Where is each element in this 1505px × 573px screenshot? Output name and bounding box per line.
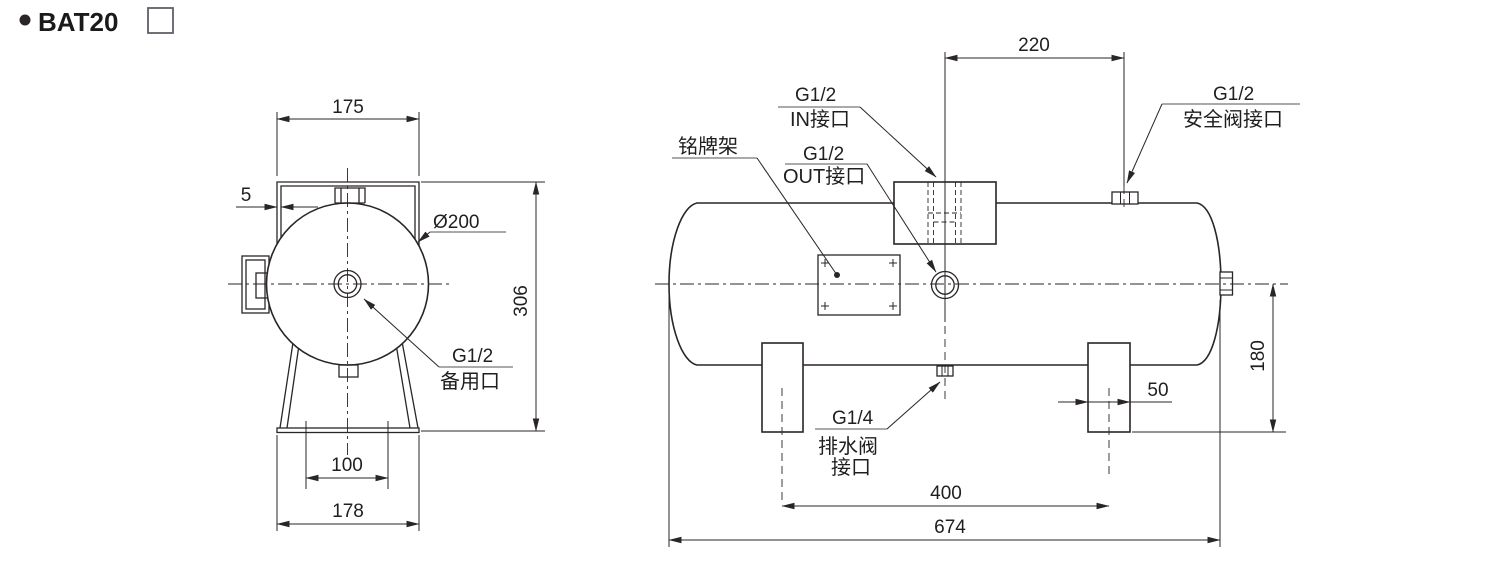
dim-100: 100	[305, 421, 389, 489]
drain-label-line1: 排水阀	[818, 435, 878, 458]
end-view: 175 5 Ø200 306 G1/2 备用口	[228, 97, 545, 531]
in-port-size: G1/2	[795, 85, 836, 106]
dim-dia200-value: Ø200	[433, 212, 479, 233]
dim-220: 220	[944, 35, 1125, 186]
bullet-icon	[19, 14, 31, 26]
in-port-label: IN接口	[790, 108, 850, 131]
nameplate-label: 铭牌架	[678, 135, 738, 158]
dim-180-value: 180	[1248, 340, 1269, 372]
out-port-size: G1/2	[803, 144, 844, 165]
strap-inner	[280, 185, 416, 246]
side-view: 220 180 50 400 674 G1/2 I	[655, 35, 1300, 547]
dim-178: 178	[276, 435, 420, 531]
safety-valve-fitting	[1111, 191, 1139, 205]
out-port-inner	[935, 275, 955, 295]
strap-outer	[276, 181, 420, 253]
callout-nameplate: 铭牌架	[672, 135, 838, 276]
dim-674-value: 674	[934, 517, 966, 538]
dim-306-value: 306	[511, 285, 532, 317]
drain-port-size: G1/4	[832, 408, 874, 429]
leg-profiles	[279, 335, 419, 429]
nameplate-screw-marks	[821, 259, 897, 310]
dim-674: 674	[668, 290, 1221, 547]
dim-178-value: 178	[332, 501, 364, 522]
callout-safety-valve: G1/2 安全阀接口	[1126, 84, 1300, 184]
dim-220-value: 220	[1018, 35, 1050, 56]
callout-in-port: G1/2 IN接口	[778, 85, 937, 178]
bottom-tab	[338, 364, 359, 378]
safety-port-label: 安全阀接口	[1183, 108, 1283, 131]
model-title: BAT20	[38, 7, 118, 37]
dim-50-value: 50	[1147, 380, 1168, 401]
model-suffix-box-icon	[147, 7, 174, 34]
dim-5: 5	[236, 185, 318, 211]
dim-175: 175	[276, 97, 420, 176]
dim-100-value: 100	[331, 455, 363, 476]
dim-180: 180	[1132, 283, 1286, 433]
out-port-outer	[930, 270, 960, 300]
top-tab	[334, 187, 366, 204]
callout-out-port: G1/2 OUT接口	[783, 144, 937, 273]
callout-diameter: Ø200	[417, 212, 506, 243]
spare-port-size: G1/2	[452, 346, 493, 367]
dim-306: 306	[421, 181, 545, 432]
dim-5-value: 5	[241, 185, 252, 206]
side-port-inner	[245, 259, 266, 310]
dim-400-value: 400	[930, 483, 962, 504]
base-plate	[276, 427, 420, 434]
dim-400: 400	[781, 483, 1110, 510]
safety-port-size: G1/2	[1213, 84, 1254, 105]
dim-175-value: 175	[332, 97, 364, 118]
left-leg	[761, 342, 804, 433]
callout-drain-valve: G1/4 排水阀 接口	[815, 381, 941, 479]
end-port-fitting	[1219, 271, 1234, 296]
dim-50: 50	[1058, 380, 1172, 406]
nameplate	[817, 254, 901, 316]
drawing-title: BAT20	[19, 7, 174, 37]
callout-spare-port: G1/2 备用口	[363, 298, 513, 393]
drain-label-line2: 接口	[831, 456, 871, 479]
out-port-label: OUT接口	[783, 165, 865, 188]
spare-port-label: 备用口	[440, 370, 500, 393]
